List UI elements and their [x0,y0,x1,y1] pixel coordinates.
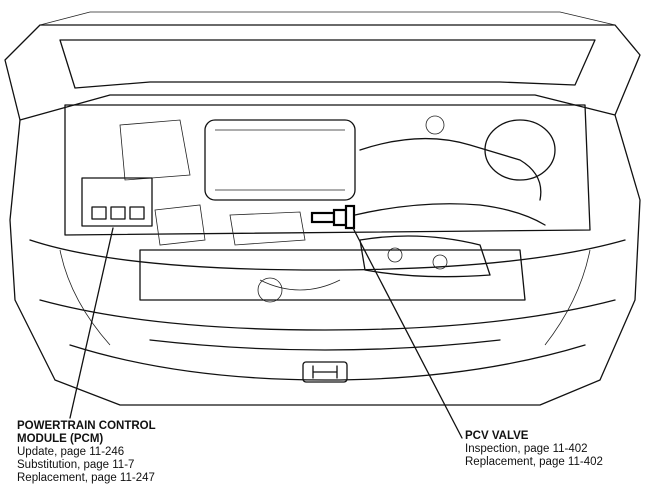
pcv-ref-inspection: Inspection, page 11-402 [465,443,588,455]
honda-emblem-icon [302,361,348,383]
pcv-callout: PCV VALVE Inspection, page 11-402 Replac… [465,430,645,469]
engine-bay-components [64,104,591,303]
pcm-leader-line [69,227,114,419]
pcv-title: PCV VALVE [465,430,529,442]
grille [149,339,501,351]
pcv-leader-line [352,227,463,439]
pcm-ref-replacement: Replacement, page 11-247 [17,472,155,484]
pcm-box [81,177,153,227]
pcm-callout: POWERTRAIN CONTROL MODULE (PCM) Update, … [17,420,217,485]
pcm-ref-substitution: Substitution, page 11-7 [17,459,135,471]
pcm-ref-update: Update, page 11-246 [17,446,125,458]
pcv-valve [310,204,356,230]
body-outline [9,114,641,406]
pcv-ref-replacement: Replacement, page 11-402 [465,456,603,468]
hood-outline [4,11,641,121]
pcm-title-line2: MODULE (PCM) [17,433,104,445]
pcm-title-line1: POWERTRAIN CONTROL [17,420,156,432]
